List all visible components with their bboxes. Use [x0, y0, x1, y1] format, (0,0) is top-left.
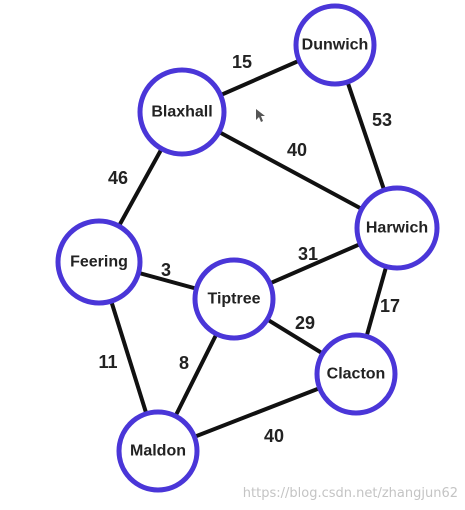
watermark: https://blog.csdn.net/zhangjun62 — [243, 486, 458, 501]
node-label-feering: Feering — [70, 254, 128, 271]
node-label-dunwich: Dunwich — [302, 37, 369, 54]
node-circle-blaxhall — [137, 67, 227, 157]
edge-weight-blaxhall-feering: 46 — [108, 168, 128, 188]
edge-weight-feering-tiptree: 3 — [161, 260, 171, 280]
edge-weight-feering-maldon: 11 — [98, 352, 117, 372]
node-harwich: Harwich — [354, 185, 440, 271]
node-tiptree: Tiptree — [192, 257, 276, 341]
node-dunwich: Dunwich — [293, 3, 377, 87]
node-blaxhall: Blaxhall — [137, 67, 227, 157]
mouse-pointer-icon — [256, 109, 265, 122]
edge-weight-tiptree-harwich: 31 — [298, 244, 318, 264]
node-maldon: Maldon — [116, 409, 200, 493]
nodes-layer: DunwichBlaxhallHarwichFeeringTiptreeClac… — [55, 3, 440, 493]
edge-weight-dunwich-harwich: 53 — [372, 110, 392, 130]
node-circle-dunwich — [293, 3, 377, 87]
node-circle-tiptree — [192, 257, 276, 341]
node-circle-maldon — [116, 409, 200, 493]
node-label-harwich: Harwich — [366, 220, 428, 237]
node-feering: Feering — [55, 218, 143, 306]
edge-weight-blaxhall-dunwich: 15 — [232, 52, 252, 72]
edge-weight-tiptree-maldon: 8 — [179, 353, 189, 373]
node-circle-clacton — [314, 332, 398, 416]
edge-weight-maldon-clacton: 40 — [264, 426, 284, 446]
node-circle-feering — [55, 218, 143, 306]
node-label-clacton: Clacton — [327, 366, 386, 383]
node-clacton: Clacton — [314, 332, 398, 416]
edge-weight-blaxhall-harwich: 40 — [287, 140, 307, 160]
node-label-maldon: Maldon — [130, 443, 186, 460]
node-label-blaxhall: Blaxhall — [151, 104, 212, 121]
edge-weight-harwich-clacton: 17 — [380, 296, 400, 316]
edge-weight-tiptree-clacton: 29 — [295, 313, 315, 333]
node-circle-harwich — [354, 185, 440, 271]
node-label-tiptree: Tiptree — [207, 291, 260, 308]
